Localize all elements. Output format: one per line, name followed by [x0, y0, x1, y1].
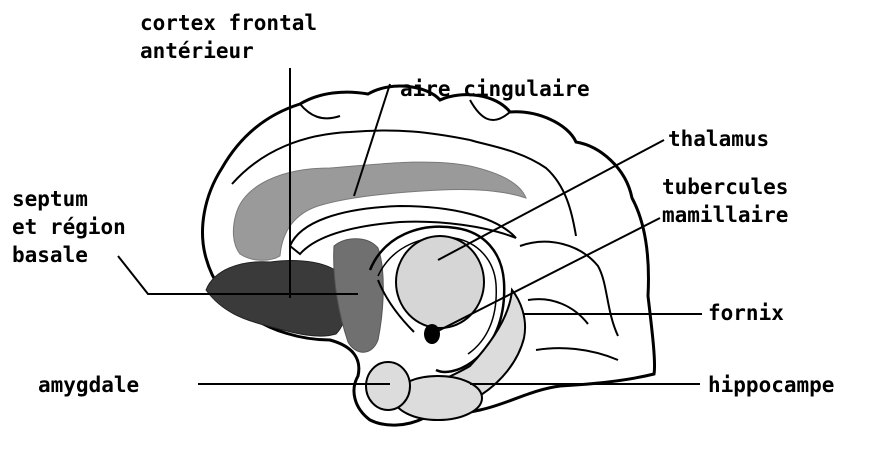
label-tubercules-line1: tubercules	[662, 175, 788, 199]
label-tubercules-line2: mamillaire	[662, 203, 788, 227]
label-septum-line3: basale	[12, 243, 88, 267]
label-fornix: fornix	[708, 301, 784, 325]
label-amygdale: amygdale	[38, 373, 139, 397]
amygdala-region	[366, 362, 410, 410]
anterior-frontal-cortex-region	[206, 261, 347, 337]
label-septum-line1: septum	[12, 187, 88, 211]
label-aire-cingulaire: aire cingulaire	[400, 77, 590, 101]
label-hippocampe: hippocampe	[708, 373, 834, 397]
label-thalamus: thalamus	[668, 127, 769, 151]
label-septum-line2: et région	[12, 215, 126, 239]
label-cortex-frontal-line2: antérieur	[140, 39, 254, 63]
label-cortex-frontal-line1: cortex frontal	[140, 11, 317, 35]
